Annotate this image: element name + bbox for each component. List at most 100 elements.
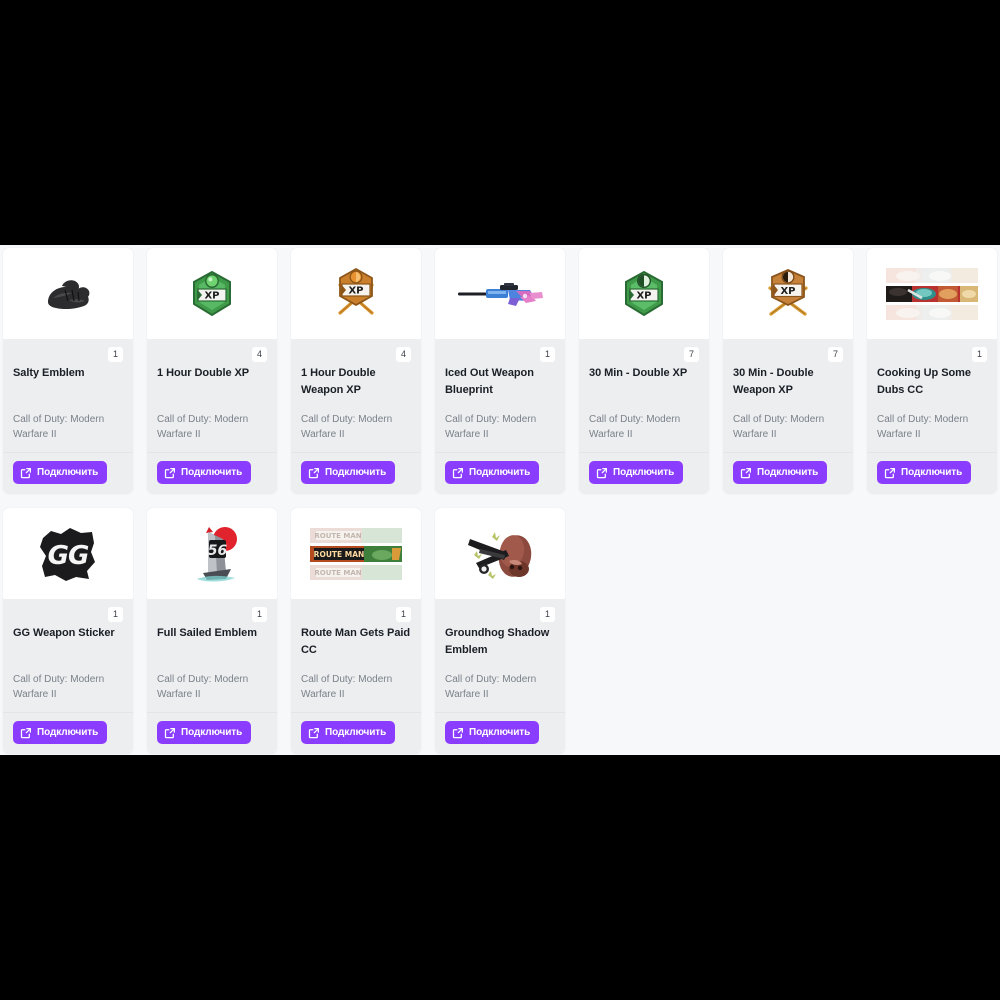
connect-button-label: Подключить — [613, 467, 675, 478]
card-title: 1 Hour Double Weapon XP — [301, 367, 376, 396]
card-game-name: Call of Duty: Modern Warfare II — [13, 414, 105, 440]
connect-button[interactable]: Подключить — [157, 721, 252, 744]
card-game-name: Call of Duty: Modern Warfare II — [589, 414, 681, 440]
card-thumbnail — [435, 248, 565, 339]
full-sailed-ship-emblem-art: 56 — [179, 523, 245, 585]
card-thumbnail — [867, 248, 997, 339]
connect-button[interactable]: Подключить — [157, 461, 252, 484]
badge-row: 1 — [445, 607, 555, 622]
quantity-badge: 1 — [108, 347, 123, 362]
badge-row: 7 — [589, 347, 699, 362]
cooking-up-some-dubs-calling-card-art — [878, 264, 986, 324]
connect-button[interactable]: Подключить — [877, 461, 972, 484]
external-link-icon — [740, 467, 752, 479]
external-link-icon — [596, 467, 608, 479]
card-game-name: Call of Duty: Modern Warfare II — [157, 674, 249, 700]
salty-emblem-art — [34, 268, 102, 320]
quantity-badge: 1 — [108, 607, 123, 622]
connect-button[interactable]: Подключить — [301, 721, 396, 744]
card-footer: Подключить — [147, 712, 277, 754]
card-game-name: Call of Duty: Modern Warfare II — [301, 674, 393, 700]
card-footer: Подключить — [291, 452, 421, 494]
badge-row: 1 — [13, 607, 123, 622]
external-link-icon — [308, 467, 320, 479]
inventory-card[interactable]: XP 7 30 Min - Double Weapon XP Call of Dut… — [723, 248, 853, 494]
connect-button[interactable]: Подключить — [589, 461, 684, 484]
card-title: 30 Min - Double XP — [589, 367, 688, 379]
card-game-name: Call of Duty: Modern Warfare II — [445, 674, 537, 700]
inventory-card[interactable]: XP 7 30 Min - Double XP Call of Duty: Mode… — [579, 248, 709, 494]
quantity-badge: 1 — [252, 607, 267, 622]
connect-button[interactable]: Подключить — [301, 461, 396, 484]
card-footer: Подключить — [147, 452, 277, 494]
svg-text:ROUTE MAN: ROUTE MAN — [314, 569, 361, 577]
svg-text:56: 56 — [208, 543, 228, 559]
connect-button-label: Подключить — [469, 467, 531, 478]
connect-button[interactable]: Подключить — [13, 721, 108, 744]
card-title: Route Man Gets Paid CC — [301, 627, 411, 656]
orange-half-weapon-xp-token-art: XP — [759, 266, 817, 322]
route-man-gets-paid-calling-card-art: ROUTE MAN ROUTE MAN ROUTE MAN — [302, 524, 410, 584]
card-title: Groundhog Shadow Emblem — [445, 627, 550, 656]
connect-button[interactable]: Подключить — [445, 461, 540, 484]
card-title: Full Sailed Emblem — [157, 627, 257, 639]
badge-row: 4 — [301, 347, 411, 362]
connect-button-label: Подключить — [325, 727, 387, 738]
card-thumbnail — [3, 248, 133, 339]
card-footer: Подключить — [3, 452, 133, 494]
card-thumbnail — [435, 508, 565, 599]
svg-text:XP: XP — [204, 290, 219, 301]
external-link-icon — [164, 467, 176, 479]
card-thumbnail: ROUTE MAN ROUTE MAN ROUTE MAN — [291, 508, 421, 599]
green-xp-token-art: XP — [189, 268, 235, 320]
card-footer: Подключить — [435, 712, 565, 754]
card-title: Iced Out Weapon Blueprint — [445, 367, 534, 396]
card-game-name: Call of Duty: Modern Warfare II — [733, 414, 825, 440]
badge-row: 1 — [877, 347, 987, 362]
connect-button-label: Подключить — [37, 467, 99, 478]
connect-button-label: Подключить — [757, 467, 819, 478]
card-title: 30 Min - Double Weapon XP — [733, 367, 814, 396]
groundhog-shadow-emblem-art — [462, 523, 538, 585]
card-footer: Подключить — [291, 712, 421, 754]
connect-button[interactable]: Подключить — [445, 721, 540, 744]
card-body: 7 30 Min - Double Weapon XP Call of Duty: … — [723, 339, 853, 452]
card-game-name: Call of Duty: Modern Warfare II — [445, 414, 537, 440]
quantity-badge: 7 — [684, 347, 699, 362]
card-title: Salty Emblem — [13, 367, 85, 379]
card-body: 7 30 Min - Double XP Call of Duty: Modern … — [579, 339, 709, 452]
card-footer: Подключить — [579, 452, 709, 494]
card-thumbnail: XP — [579, 248, 709, 339]
quantity-badge: 7 — [828, 347, 843, 362]
badge-row: 1 — [157, 607, 267, 622]
card-body: 4 1 Hour Double Weapon XP Call of Duty: Mo… — [291, 339, 421, 452]
badge-row: 7 — [733, 347, 843, 362]
external-link-icon — [452, 467, 464, 479]
external-link-icon — [20, 727, 32, 739]
svg-text:ROUTE MAN: ROUTE MAN — [314, 550, 365, 559]
card-game-name: Call of Duty: Modern Warfare II — [301, 414, 393, 440]
connect-button[interactable]: Подключить — [733, 461, 828, 484]
external-link-icon — [308, 727, 320, 739]
svg-text:GG: GG — [48, 541, 89, 571]
card-thumbnail: XP — [723, 248, 853, 339]
connect-button-label: Подключить — [901, 467, 963, 478]
connect-button-label: Подключить — [37, 727, 99, 738]
connect-button[interactable]: Подключить — [13, 461, 108, 484]
badge-row: 1 — [445, 347, 555, 362]
